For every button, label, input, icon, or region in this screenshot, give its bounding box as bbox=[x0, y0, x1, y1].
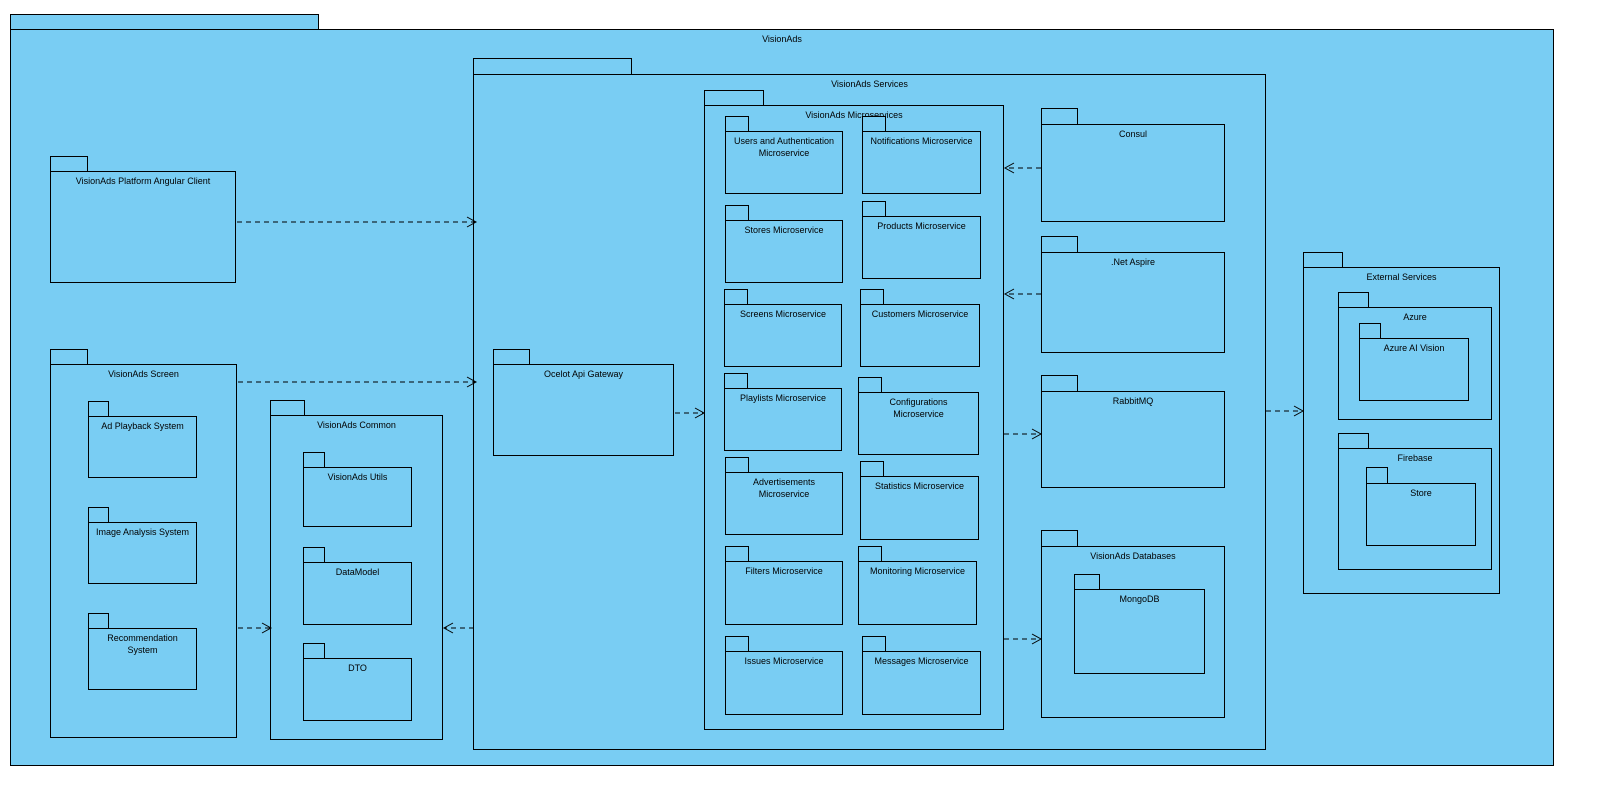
package-label: Azure bbox=[1403, 312, 1427, 322]
package-label: Messages Microservice bbox=[874, 656, 969, 666]
package-ocelot-gateway[interactable]: Ocelot Api Gateway bbox=[493, 349, 674, 456]
package-label: VisionAds Screen bbox=[108, 369, 179, 379]
package-label: VisionAds Databases bbox=[1090, 551, 1176, 561]
package-configurations-microservice[interactable]: Configurations Microservice bbox=[858, 377, 979, 455]
package-label: .Net Aspire bbox=[1110, 257, 1156, 267]
package-azure-ai-vision[interactable]: Azure AI Vision bbox=[1359, 323, 1469, 401]
package-consul[interactable]: Consul bbox=[1041, 108, 1225, 222]
package-label: Ocelot Api Gateway bbox=[543, 369, 624, 379]
package-label: DTO bbox=[348, 663, 367, 673]
package-label: Image Analysis System bbox=[95, 527, 190, 537]
package-label: Configurations Microservice bbox=[889, 397, 948, 419]
package-label: VisionAds Microservices bbox=[805, 110, 903, 120]
package-recommendation[interactable]: Recommendation System bbox=[88, 613, 197, 690]
package-issues-microservice[interactable]: Issues Microservice bbox=[725, 636, 843, 715]
package-label: Issues Microservice bbox=[744, 656, 824, 666]
package-datamodel[interactable]: DataModel bbox=[303, 547, 412, 625]
package-label: External Services bbox=[1366, 272, 1437, 282]
package-visionads-utils[interactable]: VisionAds Utils bbox=[303, 452, 412, 527]
package-label: Screens Microservice bbox=[739, 309, 827, 319]
package-tab bbox=[10, 14, 319, 30]
package-label: Azure AI Vision bbox=[1383, 343, 1445, 353]
package-label: Statistics Microservice bbox=[874, 481, 964, 491]
package-label: Filters Microservice bbox=[745, 566, 823, 576]
package-label: VisionAds bbox=[762, 34, 802, 44]
package-users-auth-microservice[interactable]: Users and Authentication Microservice bbox=[725, 116, 843, 194]
package-label: MongoDB bbox=[1119, 594, 1160, 604]
package-dto[interactable]: DTO bbox=[303, 643, 412, 721]
package-filters-microservice[interactable]: Filters Microservice bbox=[725, 546, 843, 625]
package-label: DataModel bbox=[335, 567, 380, 577]
package-label: Recommendation System bbox=[107, 633, 178, 655]
package-monitoring-microservice[interactable]: Monitoring Microservice bbox=[858, 546, 977, 625]
package-label: Users and Authentication Microservice bbox=[733, 136, 835, 158]
package-label: Products Microservice bbox=[877, 221, 966, 231]
package-messages-microservice[interactable]: Messages Microservice bbox=[862, 636, 981, 715]
package-label: VisionAds Utils bbox=[327, 472, 388, 482]
package-label: RabbitMQ bbox=[1112, 396, 1154, 406]
package-label: Playlists Microservice bbox=[739, 393, 826, 403]
package-statistics-microservice[interactable]: Statistics Microservice bbox=[860, 461, 979, 540]
package-image-analysis[interactable]: Image Analysis System bbox=[88, 507, 197, 584]
package-label: Stores Microservice bbox=[744, 225, 824, 235]
package-notifications-microservice[interactable]: Notifications Microservice bbox=[862, 116, 981, 194]
package-label: Monitoring Microservice bbox=[869, 566, 966, 576]
package-rabbitmq[interactable]: RabbitMQ bbox=[1041, 375, 1225, 488]
package-mongodb[interactable]: MongoDB bbox=[1074, 574, 1205, 674]
package-angular-client[interactable]: VisionAds Platform Angular Client bbox=[50, 156, 236, 283]
package-label: Consul bbox=[1118, 129, 1147, 139]
package-label: VisionAds Services bbox=[831, 79, 908, 89]
package-label: Firebase bbox=[1397, 453, 1433, 463]
package-label: Customers Microservice bbox=[871, 309, 969, 319]
package-net-aspire[interactable]: .Net Aspire bbox=[1041, 236, 1225, 353]
package-ad-playback[interactable]: Ad Playback System bbox=[88, 401, 197, 478]
package-stores-microservice[interactable]: Stores Microservice bbox=[725, 205, 843, 283]
package-label: Advertisements Microservice bbox=[752, 477, 816, 499]
package-label: VisionAds Common bbox=[317, 420, 396, 430]
package-label: Notifications Microservice bbox=[870, 136, 973, 146]
package-store[interactable]: Store bbox=[1366, 467, 1476, 546]
package-label: VisionAds Platform Angular Client bbox=[75, 176, 211, 186]
package-screens-microservice[interactable]: Screens Microservice bbox=[724, 289, 842, 367]
package-label: Store bbox=[1410, 488, 1432, 498]
package-customers-microservice[interactable]: Customers Microservice bbox=[860, 289, 980, 367]
package-products-microservice[interactable]: Products Microservice bbox=[862, 201, 981, 279]
package-playlists-microservice[interactable]: Playlists Microservice bbox=[724, 373, 842, 451]
package-advertisements-microservice[interactable]: Advertisements Microservice bbox=[725, 457, 843, 535]
package-label: Ad Playback System bbox=[101, 421, 184, 431]
